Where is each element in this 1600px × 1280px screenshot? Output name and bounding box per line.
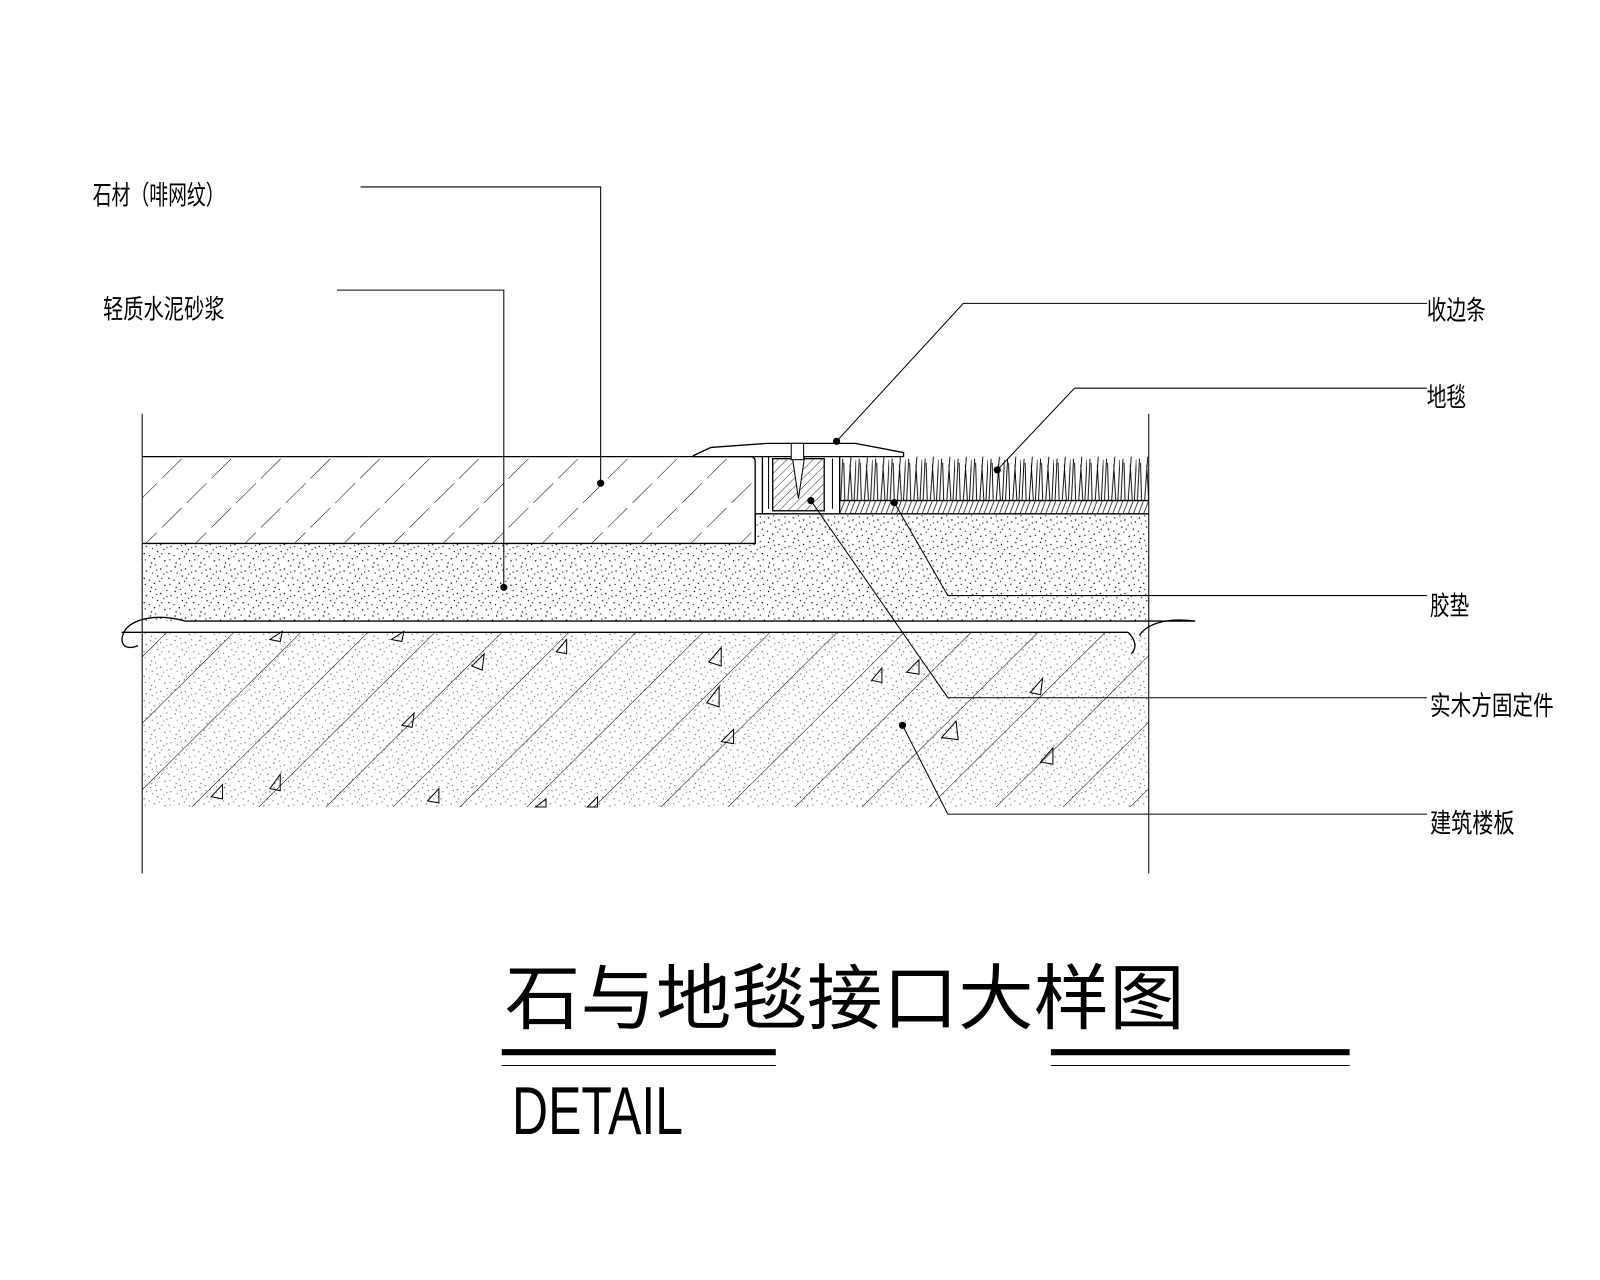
leader-lines <box>336 186 1427 815</box>
drawing-title: 石与地毯接口大样图 <box>505 957 1185 1041</box>
callout-labels: 石材（啡网纹） 轻质水泥砂浆 收边条 地毯 胶垫 实木方固定件 建筑楼板 <box>93 180 1554 839</box>
aggregate-mark <box>1039 746 1054 765</box>
wood-fixing-block <box>772 456 825 512</box>
drawing-subtitle: DETAIL <box>512 1074 683 1149</box>
wood-fixing-leader <box>810 500 1427 699</box>
floor-slab-leader-dot <box>898 721 907 729</box>
aggregate-mark <box>426 787 440 804</box>
stone-leader <box>360 186 602 484</box>
aggregate-mark <box>905 658 920 675</box>
edge-trim-leader <box>836 302 1427 442</box>
right-break-symbol <box>1127 619 1196 655</box>
left-break-symbol <box>121 616 186 649</box>
aggregate-mark <box>390 630 405 643</box>
slab-stipple <box>142 632 1149 808</box>
floor-slab-leader <box>902 725 1427 815</box>
aggregate-mark <box>720 728 735 745</box>
label-stone: 石材（啡网纹） <box>93 180 225 211</box>
mortar-fill <box>142 513 1149 622</box>
aggregate-mark <box>400 711 415 728</box>
aggregate-mark <box>870 666 883 684</box>
rubber-pad-leader <box>893 502 1427 597</box>
carpet-leader <box>996 387 1427 471</box>
carpet-leader-dot <box>993 466 1001 474</box>
aggregate-mark <box>707 646 722 667</box>
aggregate-mark <box>705 684 720 708</box>
label-wood-fixing: 实木方固定件 <box>1430 691 1554 722</box>
mortar-leader-dot <box>500 583 508 591</box>
channel-inner <box>768 456 833 509</box>
aggregate-mark <box>586 795 599 808</box>
aggregate-mark <box>940 720 959 741</box>
stone-layer <box>142 455 756 545</box>
aggregate-mark <box>210 783 224 800</box>
aggregate-mark <box>555 638 568 655</box>
aggregate-mark <box>534 797 547 808</box>
pad-hatch <box>839 500 1149 514</box>
mortar-leader <box>336 289 505 588</box>
label-mortar: 轻质水泥砂浆 <box>103 295 225 326</box>
aggregate-mark <box>269 772 281 792</box>
stone-leader-dot <box>597 479 605 487</box>
edge-trim-leader-dot <box>832 437 841 445</box>
edge-trim-strip <box>692 442 905 461</box>
carpet-layer <box>839 456 1149 501</box>
aggregate-mark <box>268 630 284 643</box>
floor-slab <box>142 630 1149 808</box>
rubber-pad-layer <box>839 499 1149 515</box>
trim-stem <box>790 442 805 461</box>
carpet-pile <box>839 456 1149 501</box>
aggregate-mark <box>1029 676 1044 696</box>
title-underline-left-thick <box>501 1049 776 1056</box>
label-rubber-pad: 胶垫 <box>1430 591 1469 622</box>
break-lines <box>121 616 1196 655</box>
label-floor-slab: 建筑楼板 <box>1430 809 1514 840</box>
rubber-pad-leader-dot <box>890 499 898 507</box>
title-block: 石与地毯接口大样图 DETAIL <box>501 957 1350 1149</box>
aggregate-mark <box>470 652 485 671</box>
concrete-aggregate-marks <box>210 630 1054 808</box>
label-edge-trim: 收边条 <box>1427 296 1486 327</box>
title-underline-right-thick <box>1050 1049 1350 1056</box>
wood-fixing-leader-dot <box>807 496 815 505</box>
stone-hatch <box>142 456 756 544</box>
label-carpet: 地毯 <box>1427 383 1466 414</box>
